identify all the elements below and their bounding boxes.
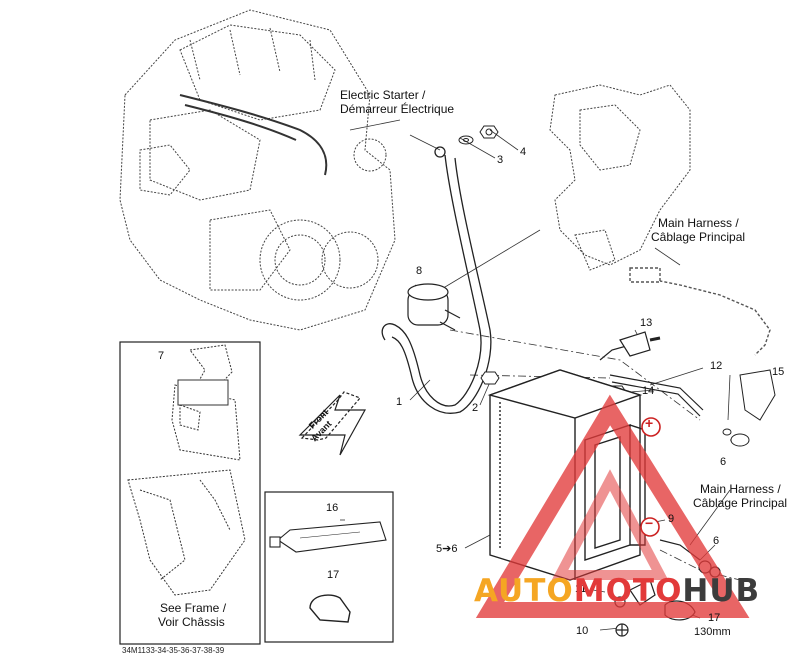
watermark-moto: MOTO bbox=[573, 573, 683, 609]
figure-id: 34M1133-34-35-36-37-38-39 bbox=[122, 646, 225, 655]
part-number-7: 7 bbox=[158, 350, 165, 362]
watermark-inner-triangle bbox=[551, 469, 669, 580]
battery-negative-terminal bbox=[640, 517, 660, 537]
watermark-text: AUTOMOTOHUB bbox=[474, 574, 760, 608]
engine-hose bbox=[179, 94, 328, 176]
front-arrow bbox=[298, 391, 367, 456]
bolt-6 bbox=[722, 428, 750, 447]
part-number-1: 1 bbox=[396, 396, 403, 408]
grease-tube bbox=[269, 521, 387, 553]
battery-strap-illustration bbox=[171, 344, 241, 461]
part-number-4: 4 bbox=[520, 146, 527, 158]
positive-terminal-symbol: + bbox=[645, 415, 654, 431]
part-number-12: 12 bbox=[710, 360, 723, 372]
length-130mm: 130mm bbox=[694, 626, 731, 638]
main-harness-right-label-en: Main Harness / bbox=[700, 482, 781, 496]
part-number-17-inset: 17 bbox=[327, 569, 340, 581]
part-number-9: 9 bbox=[668, 513, 675, 525]
main-harness-top-label-fr: Câblage Principal bbox=[651, 230, 746, 244]
battery-positive-terminal bbox=[641, 417, 661, 437]
part-number-6-right: 6 bbox=[720, 456, 727, 468]
frame-illustration bbox=[549, 84, 691, 271]
inset-frame-box bbox=[119, 341, 261, 645]
part-number-11: 11 bbox=[575, 583, 587, 595]
starter-cable bbox=[381, 146, 492, 414]
part-number-14: 14 bbox=[642, 385, 655, 397]
terminal-boot bbox=[739, 369, 776, 421]
watermark-triangle bbox=[475, 394, 750, 618]
negative-terminal-symbol: − bbox=[645, 515, 654, 531]
frame-section-illustration bbox=[127, 469, 246, 596]
washer-nut bbox=[458, 125, 499, 145]
inset-tube-box bbox=[264, 491, 394, 643]
watermark-hub: HUB bbox=[682, 573, 761, 609]
part-number-3: 3 bbox=[497, 154, 504, 166]
part-number-5-6: 5➔6 bbox=[436, 543, 458, 555]
part-number-6-lower: 6 bbox=[713, 535, 720, 547]
part-number-13: 13 bbox=[640, 317, 653, 329]
part-number-15: 15 bbox=[772, 366, 785, 378]
engine-illustration bbox=[119, 9, 396, 331]
cable-tie-17 bbox=[309, 594, 351, 623]
part-number-2: 2 bbox=[472, 402, 479, 414]
see-frame-label-en: See Frame / bbox=[160, 601, 227, 615]
see-frame-label-fr: Voir Châssis bbox=[158, 615, 225, 629]
watermark-auto: AUTO bbox=[474, 573, 574, 609]
electric-starter-label-fr: Démarreur Électrique bbox=[340, 102, 455, 116]
electric-starter-label-en: Electric Starter / bbox=[340, 88, 426, 102]
starter-solenoid bbox=[407, 283, 461, 331]
part-number-16: 16 bbox=[326, 502, 339, 514]
part-number-8: 8 bbox=[416, 265, 423, 277]
main-harness-right-label-fr: Câblage Principal bbox=[693, 496, 788, 510]
main-harness-top-label-en: Main Harness / bbox=[658, 216, 739, 230]
ground-cable bbox=[599, 331, 704, 417]
nut-2 bbox=[480, 371, 500, 385]
part-number-17: 17 bbox=[708, 612, 721, 624]
part-number-10: 10 bbox=[576, 625, 589, 637]
main-harness-wire bbox=[629, 267, 771, 356]
